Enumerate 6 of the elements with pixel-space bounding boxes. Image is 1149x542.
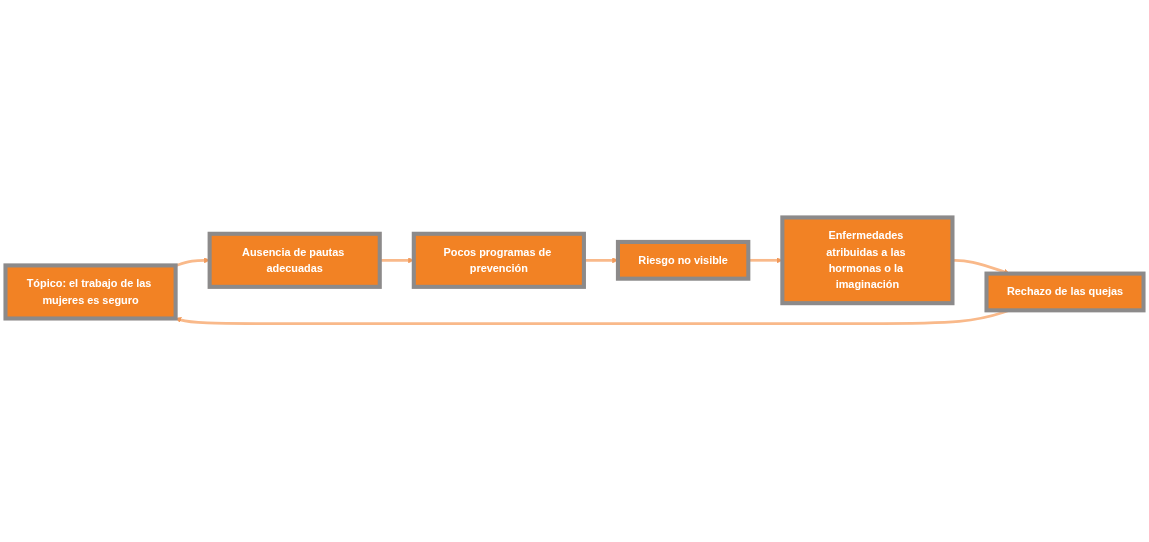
- node-box: Riesgo no visible: [615, 240, 751, 282]
- node-box: Rechazo de las quejas: [984, 272, 1146, 313]
- node-box: Enfermedades atribuidas a las hormonas o la imaginación: [780, 215, 955, 306]
- node-box: Tópico: el trabajo de las mujeres es seguro: [3, 263, 178, 321]
- node-box: Pocos programas de prevención: [411, 232, 586, 290]
- node-box: Ausencia de pautas adecuadas: [207, 232, 382, 290]
